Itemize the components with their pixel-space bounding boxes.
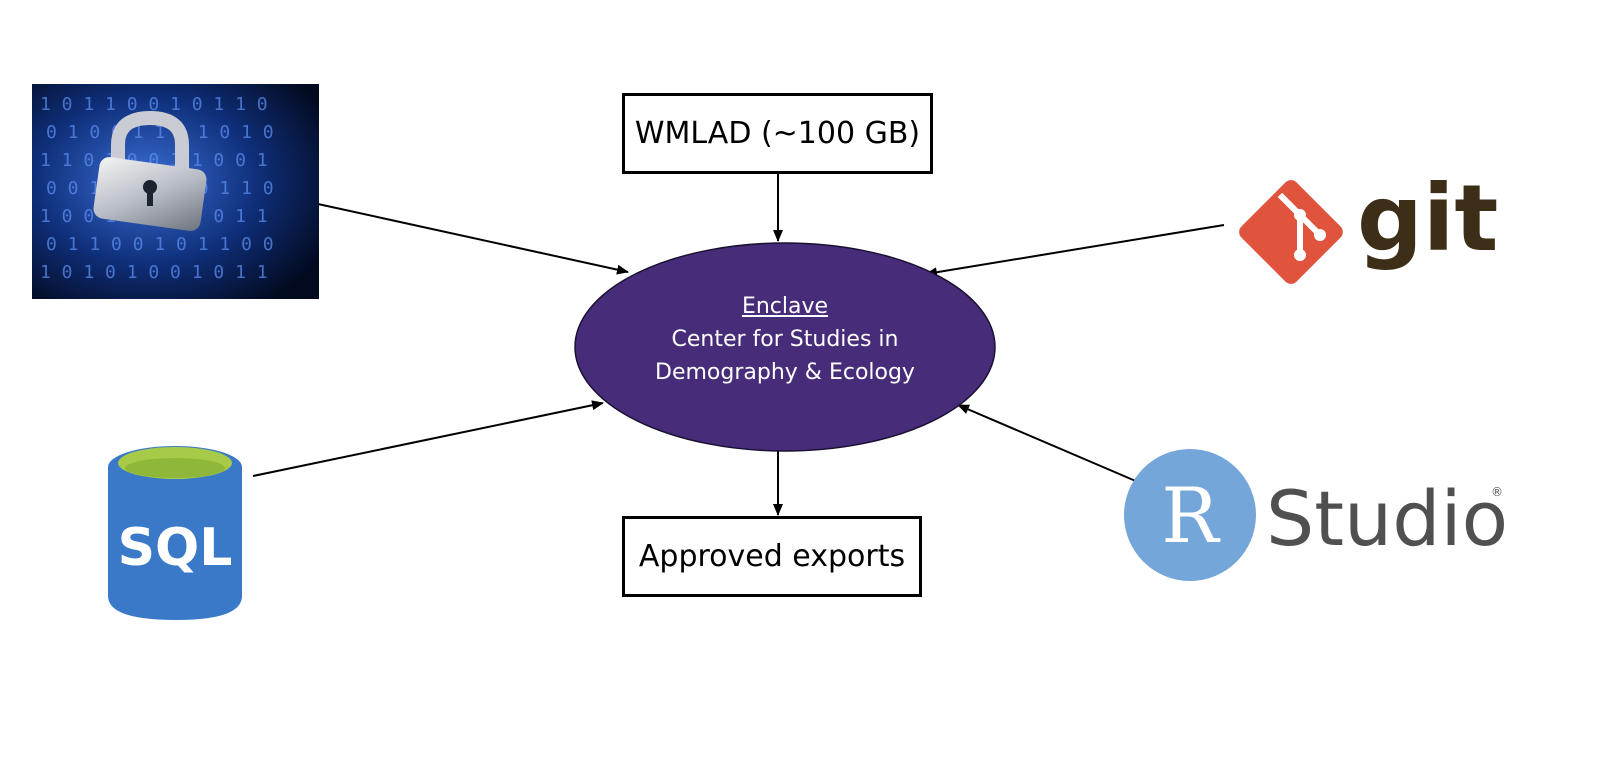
connectors [252,174,1225,516]
enclave-title: Enclave [741,294,829,319]
rstudio-logo-text: Studio [1266,474,1508,563]
arrow-git-to-enclave [925,224,1225,278]
svg-text:1 0 1 1 0 0 1 0 1 1 0: 1 0 1 1 0 0 1 0 1 1 0 [40,94,268,115]
enclave-line-1: Center for Studies in [671,327,899,352]
arrow-rstudio-to-enclave [957,404,1139,483]
svg-text:0 1 0 0 1 1 0 1 0 1 0: 0 1 0 0 1 1 0 1 0 1 0 [46,122,274,143]
svg-text:1 1 0 1 0 0 1 1 0 0 1: 1 1 0 1 0 0 1 1 0 0 1 [40,150,268,171]
svg-text:0 1 1 0 0 1 0 1 1 0 0: 0 1 1 0 0 1 0 1 1 0 0 [46,234,274,255]
rstudio-logo-letter: R [1161,471,1221,560]
rstudio-logo-icon [1124,449,1256,581]
security-image: 1 0 1 1 0 0 1 0 1 1 0 0 1 0 0 1 1 0 1 0 … [32,84,319,299]
git-logo-text: git [1357,165,1498,272]
enclave-line-2: Demography & Ecology [655,360,915,385]
enclave-node [574,242,996,452]
sql-logo-text: SQL [118,518,233,578]
arrow-sql-to-enclave [252,400,604,477]
wmlad-label: WMLAD (~100 GB) [634,116,921,151]
approved-exports-box: Approved exports [622,516,922,597]
wmlad-source-box: WMLAD (~100 GB) [622,93,933,174]
approved-exports-label: Approved exports [638,539,906,574]
rstudio-registered-mark: ® [1491,485,1503,499]
sql-database-icon [108,446,242,620]
arrow-security-to-enclave [317,203,629,275]
padlock-icon [93,110,207,231]
git-logo-icon [1239,180,1343,284]
enclave-label: Enclave Center for Studies in Demography… [580,290,990,389]
svg-text:1 0 1 0 1 0 0 1 0 1 1: 1 0 1 0 1 0 0 1 0 1 1 [40,262,268,283]
